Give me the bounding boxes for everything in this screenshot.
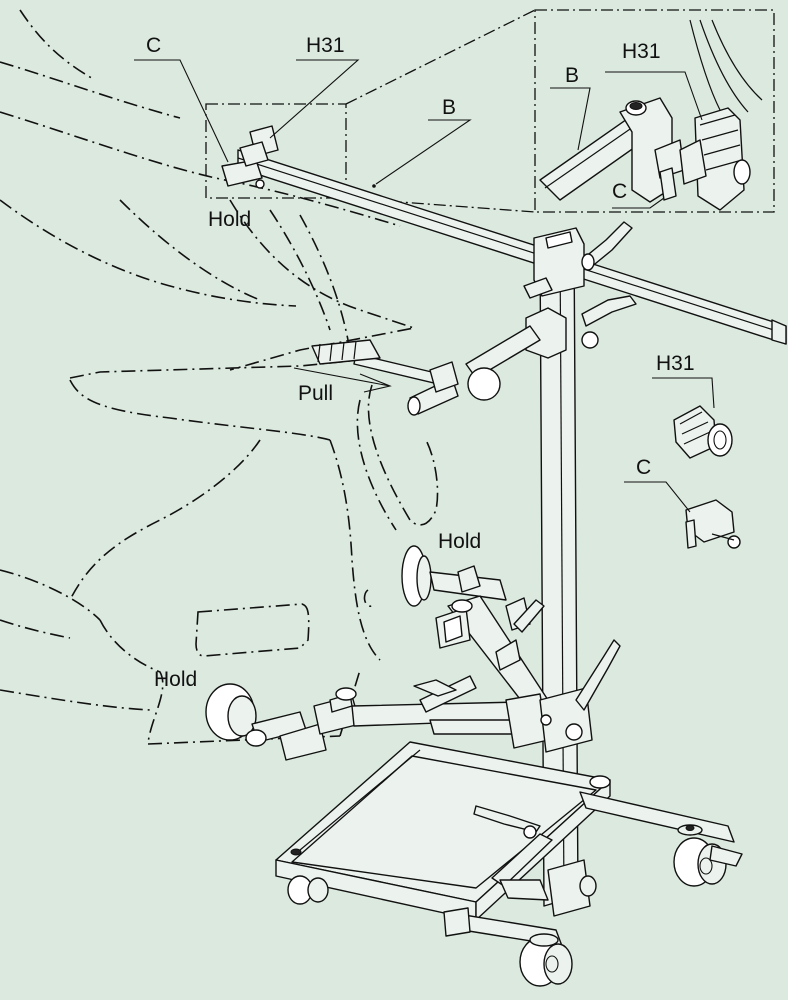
leader-h31-main — [269, 59, 360, 139]
label-c-main: C — [146, 34, 161, 57]
label-h31-detail: H31 — [622, 40, 661, 63]
label-c-part: C — [636, 456, 651, 479]
label-hold-low: Hold — [154, 668, 197, 691]
column-lever-clamp — [539, 639, 621, 753]
leader-c-main — [134, 59, 229, 163]
car-body-outline — [0, 9, 439, 745]
lower-suction-arm — [205, 675, 549, 761]
clamp-c-top — [221, 125, 279, 189]
detail-link-top — [345, 9, 536, 105]
stand-base — [275, 741, 735, 947]
label-h31-main: H31 — [306, 34, 345, 57]
label-c-inset: C — [612, 180, 627, 203]
label-hold-top: Hold — [208, 208, 251, 231]
h31-part — [652, 377, 733, 459]
c-part — [624, 481, 741, 549]
detail-frame — [205, 103, 347, 199]
support-bar-b — [237, 149, 787, 345]
pull-arrow — [293, 367, 392, 393]
detail-inset — [534, 9, 775, 213]
label-h31-part: H31 — [656, 352, 695, 375]
casters — [287, 775, 743, 987]
label-hold-mid: Hold — [438, 530, 481, 553]
label-pull: Pull — [298, 382, 333, 405]
mid-suction-arm — [401, 545, 549, 713]
label-b-inset: B — [565, 64, 579, 87]
upper-pull-arm — [311, 325, 541, 416]
label-b-main: B — [442, 96, 456, 119]
leader-b-main — [375, 119, 472, 185]
